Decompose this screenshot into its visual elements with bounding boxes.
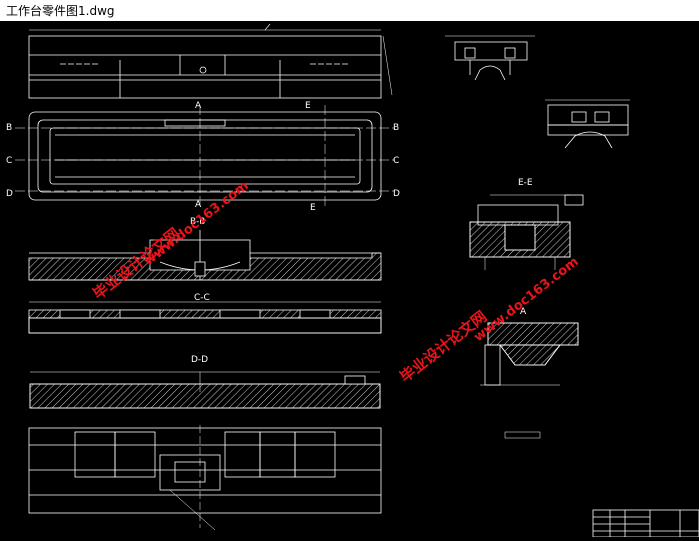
label-b-right: B bbox=[393, 123, 399, 133]
plan-view bbox=[15, 105, 395, 208]
label-c-right: C bbox=[393, 156, 399, 166]
drawing-canvas[interactable]: A E B B C C D D A E B-B C-C D-D E-E A 毕业… bbox=[0, 21, 699, 538]
section-dd bbox=[29, 371, 381, 409]
detail-view-1 bbox=[445, 35, 535, 81]
label-section-dd: D-D bbox=[191, 355, 208, 365]
label-b-left: B bbox=[6, 123, 12, 133]
section-bb bbox=[28, 230, 382, 281]
label-section-ee: E-E bbox=[518, 178, 533, 188]
label-d-left: D bbox=[6, 189, 13, 199]
label-e-top: E bbox=[305, 101, 311, 111]
label-c-left: C bbox=[6, 156, 12, 166]
bottom-view bbox=[28, 425, 382, 531]
label-a-bottom: A bbox=[195, 200, 202, 210]
title-block bbox=[592, 509, 699, 538]
section-letters: A E B B C C D D A E B-B C-C D-D E-E A bbox=[6, 101, 533, 365]
section-cc bbox=[28, 301, 382, 334]
label-e-bottom: E bbox=[310, 203, 316, 213]
section-a bbox=[480, 322, 579, 439]
watermark-cn-right: 毕业设计论文网 bbox=[396, 307, 490, 386]
label-d-right: D bbox=[393, 189, 400, 199]
top-view bbox=[28, 23, 393, 99]
label-a-top: A bbox=[195, 101, 202, 111]
label-section-a: A bbox=[520, 307, 527, 317]
section-ee bbox=[469, 194, 584, 270]
title-bar: 工作台零件图1.dwg bbox=[0, 0, 699, 22]
window-title: 工作台零件图1.dwg bbox=[6, 4, 115, 18]
detail-view-2 bbox=[545, 99, 630, 149]
label-section-cc: C-C bbox=[194, 293, 210, 303]
label-section-bb: B-B bbox=[190, 217, 205, 227]
